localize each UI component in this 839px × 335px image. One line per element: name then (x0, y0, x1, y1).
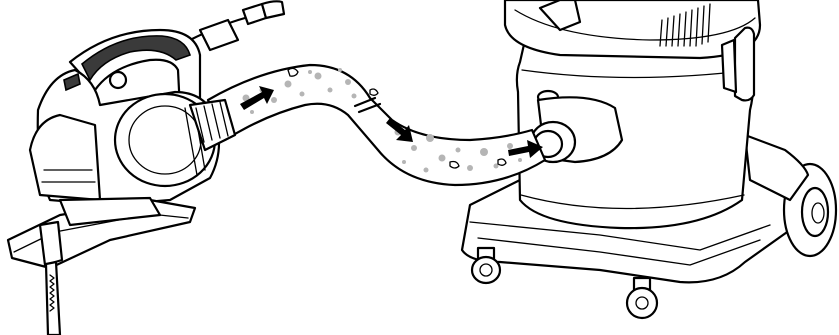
trigger-lock (110, 72, 126, 88)
saw-blade (46, 262, 60, 335)
jigsaw (8, 1, 284, 335)
caster-front (627, 278, 657, 318)
blade-guide (40, 222, 62, 265)
hose (208, 65, 545, 185)
latch (735, 28, 754, 101)
